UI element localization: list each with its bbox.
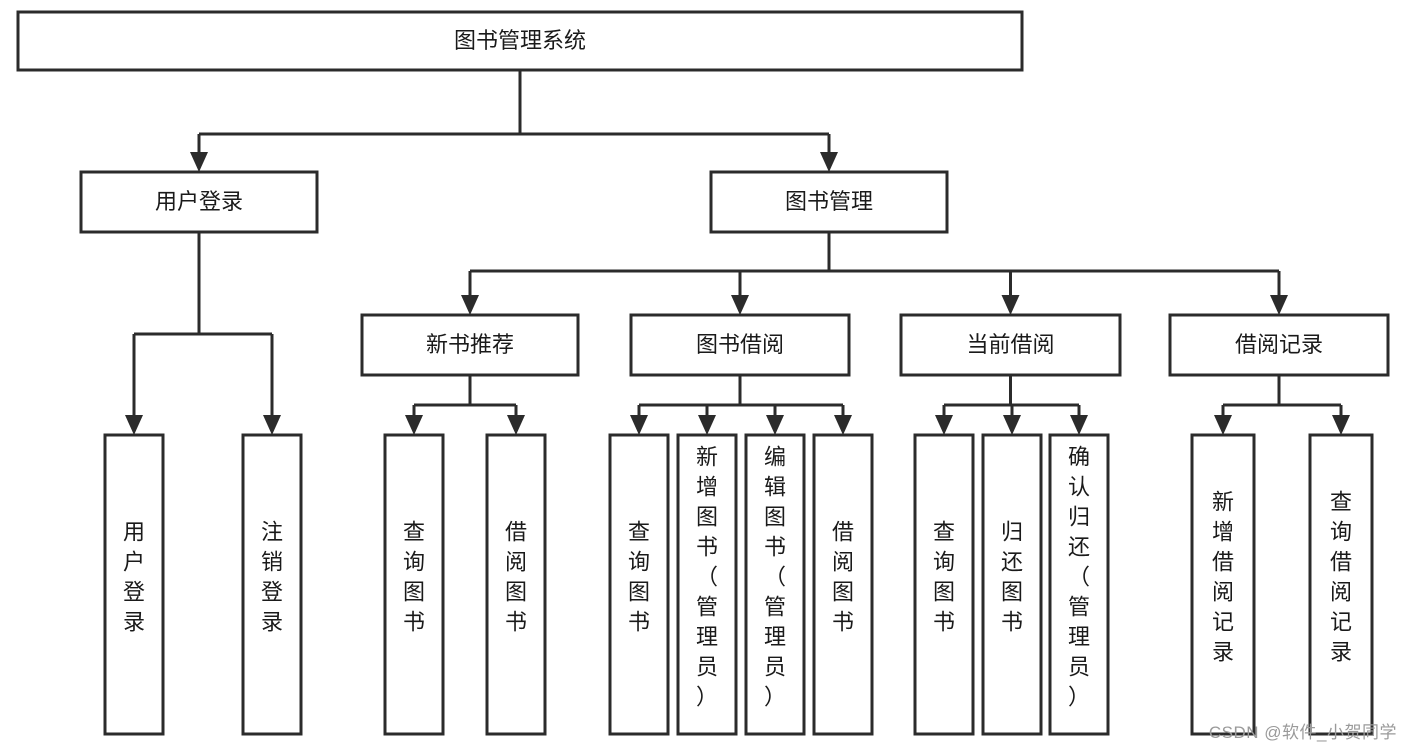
node-label: 当前借阅	[966, 332, 1054, 357]
node-label: 新书推荐	[426, 332, 514, 357]
node-label: 新增借阅记录	[1212, 490, 1234, 665]
node-leaf-logout[interactable]: 注销登录	[241, 433, 303, 736]
arrow-head-icon	[507, 415, 525, 435]
node-book-manage[interactable]: 图书管理	[709, 170, 949, 234]
node-layer: 图书管理系统用户登录图书管理新书推荐图书借阅当前借阅借阅记录用户登录注销登录查询…	[16, 10, 1390, 736]
node-label: 新增图书（管理员）	[696, 445, 718, 710]
node-leaf-add-record[interactable]: 新增借阅记录	[1190, 433, 1256, 736]
node-root[interactable]: 图书管理系统	[16, 10, 1024, 72]
node-book-borrow[interactable]: 图书借阅	[629, 313, 851, 377]
node-box	[1190, 433, 1256, 736]
node-box	[485, 433, 547, 736]
arrow-head-icon	[1332, 415, 1350, 435]
arrow-head-icon	[190, 152, 208, 172]
arrow-head-icon	[1001, 295, 1020, 315]
node-box	[103, 433, 165, 736]
node-label: 图书管理	[785, 189, 873, 214]
node-box	[608, 433, 670, 736]
node-leaf-query-record[interactable]: 查询借阅记录	[1308, 433, 1374, 736]
node-leaf-confirm-return[interactable]: 确认归还（管理员）	[1048, 433, 1110, 736]
node-user-login[interactable]: 用户登录	[79, 170, 319, 234]
node-leaf-return-book[interactable]: 归还图书	[981, 433, 1043, 736]
node-box	[241, 433, 303, 736]
node-box	[709, 170, 949, 234]
node-box	[812, 433, 874, 736]
arrow-head-icon	[125, 415, 143, 435]
node-leaf-query-book-3[interactable]: 查询图书	[913, 433, 975, 736]
arrow-head-icon	[630, 415, 648, 435]
node-label: 查询图书	[933, 520, 955, 635]
node-leaf-edit-book[interactable]: 编辑图书（管理员）	[744, 433, 806, 736]
arrow-head-icon	[766, 415, 784, 435]
node-label: 编辑图书（管理员）	[764, 445, 786, 710]
arrow-head-icon	[820, 152, 838, 172]
node-label: 用户登录	[123, 520, 145, 635]
node-box	[629, 313, 851, 377]
node-label: 借阅记录	[1235, 332, 1323, 357]
arrow-head-icon	[263, 415, 281, 435]
node-label: 图书借阅	[696, 332, 784, 357]
arrow-head-icon	[461, 295, 479, 315]
node-leaf-query-book-1[interactable]: 查询图书	[383, 433, 445, 736]
node-label: 确认归还（管理员）	[1068, 445, 1090, 710]
node-label: 借阅图书	[832, 520, 854, 635]
node-new-book-rec[interactable]: 新书推荐	[360, 313, 580, 377]
node-box	[79, 170, 319, 234]
node-box	[981, 433, 1043, 736]
arrow-head-icon	[1070, 415, 1088, 435]
arrow-head-icon	[1214, 415, 1232, 435]
arrow-head-icon	[405, 415, 423, 435]
node-box	[383, 433, 445, 736]
node-box	[1048, 433, 1110, 736]
node-box	[744, 433, 806, 736]
node-label: 借阅图书	[505, 520, 527, 635]
arrow-head-icon	[1003, 415, 1021, 435]
node-leaf-query-book-2[interactable]: 查询图书	[608, 433, 670, 736]
arrow-head-icon	[1270, 295, 1288, 315]
node-leaf-borrow-book-2[interactable]: 借阅图书	[812, 433, 874, 736]
node-box	[899, 313, 1122, 377]
arrow-head-icon	[834, 415, 852, 435]
arrow-head-icon	[731, 295, 749, 315]
node-box	[676, 433, 738, 736]
arrow-head-icon	[698, 415, 716, 435]
node-label: 查询图书	[628, 520, 650, 635]
node-borrow-record[interactable]: 借阅记录	[1168, 313, 1390, 377]
arrow-head-icon	[935, 415, 953, 435]
node-leaf-borrow-book-1[interactable]: 借阅图书	[485, 433, 547, 736]
node-leaf-user-login[interactable]: 用户登录	[103, 433, 165, 736]
node-current-borrow[interactable]: 当前借阅	[899, 313, 1122, 377]
node-box	[1308, 433, 1374, 736]
node-label: 归还图书	[1001, 520, 1023, 635]
node-box	[360, 313, 580, 377]
node-box	[913, 433, 975, 736]
node-label: 用户登录	[155, 189, 243, 214]
node-label: 注销登录	[261, 520, 283, 635]
node-box	[16, 10, 1024, 72]
node-label: 查询图书	[403, 520, 425, 635]
node-leaf-add-book[interactable]: 新增图书（管理员）	[676, 433, 738, 736]
node-label: 图书管理系统	[454, 28, 586, 53]
node-label: 查询借阅记录	[1330, 490, 1352, 665]
node-box	[1168, 313, 1390, 377]
connector-layer	[125, 70, 1350, 435]
